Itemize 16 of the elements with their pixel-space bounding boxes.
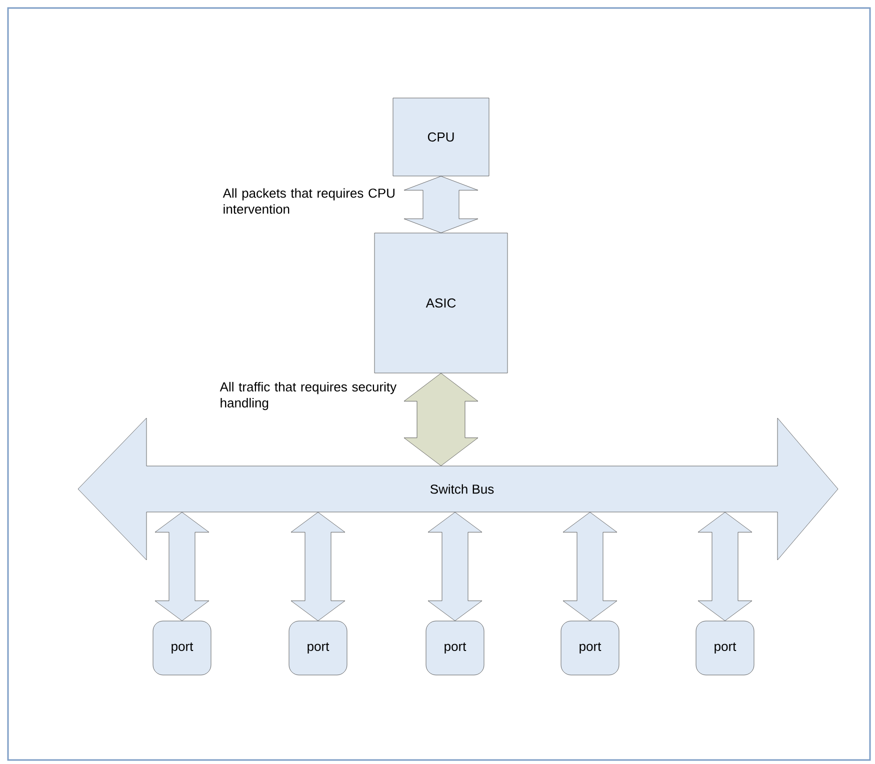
- edge-label: All packets that requires CPU intervention: [222, 188, 394, 214]
- port-box: port: [426, 620, 484, 676]
- double-arrow: [562, 512, 618, 621]
- component-box: ASIC: [374, 232, 508, 374]
- double-arrow: [428, 512, 482, 621]
- edge-label: All traffic that requires security handling: [220, 382, 397, 410]
- port-box: port: [560, 620, 620, 676]
- double-arrow: [154, 512, 210, 621]
- port-box: port: [696, 620, 754, 676]
- double-arrow: [404, 176, 478, 233]
- double-arrow: [404, 373, 478, 466]
- double-arrow: [290, 512, 346, 621]
- component-box: CPU: [392, 98, 490, 176]
- double-arrow: [698, 512, 752, 621]
- port-box: port: [152, 620, 212, 676]
- port-box: port: [288, 620, 348, 676]
